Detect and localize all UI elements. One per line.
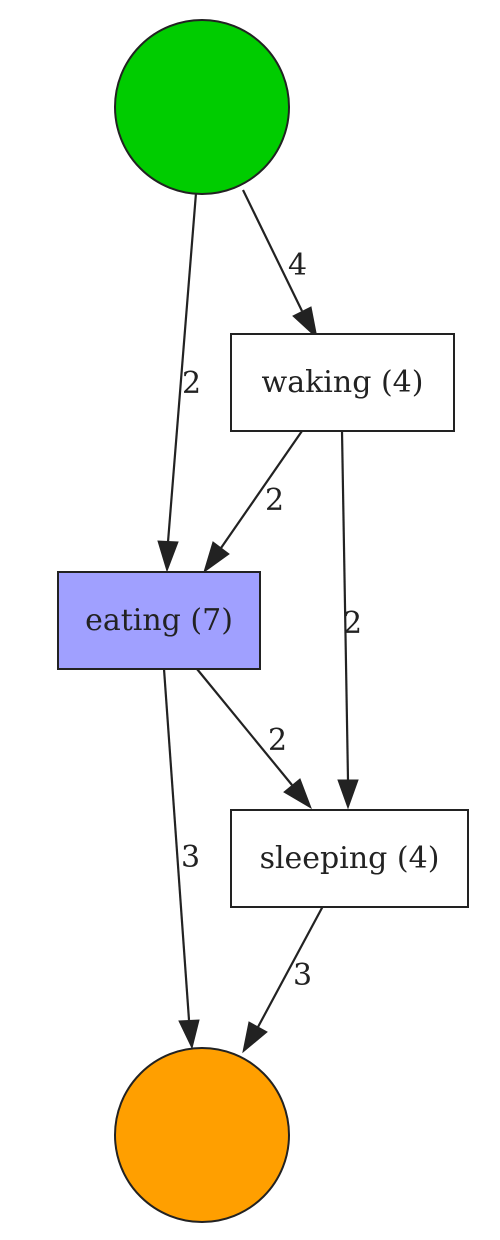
edge-label-sleeping-end: 3 <box>293 958 312 993</box>
edge-label-waking-eating: 2 <box>265 483 284 518</box>
arrowhead-icon <box>242 1021 268 1054</box>
edge-line <box>242 189 303 312</box>
arrowhead-icon <box>157 540 179 573</box>
edge-waking-to-eating: 2 <box>203 430 303 574</box>
edge-line <box>166 192 198 543</box>
arrowhead-icon <box>203 541 230 574</box>
arrowhead-icon <box>283 778 312 810</box>
eating-node: eating (7) <box>57 571 261 670</box>
sleeping-node-box <box>230 809 469 908</box>
waking-node-label: waking (4) <box>262 365 424 400</box>
edge-eating-to-end: 3 <box>162 668 200 1050</box>
edge-line <box>220 430 303 549</box>
waking-node: waking (4) <box>230 333 455 432</box>
edge-label-start-waking: 4 <box>288 248 307 283</box>
arrowhead-icon <box>292 306 318 340</box>
edge-line <box>340 430 350 781</box>
edge-label-waking-sleeping: 2 <box>343 606 362 641</box>
edge-label-eating-sleeping: 2 <box>268 723 287 758</box>
edge-line <box>257 905 324 1028</box>
edge-line <box>196 668 293 786</box>
edge-label-start-eating: 2 <box>182 366 201 401</box>
edge-line <box>162 668 191 1021</box>
edge-waking-to-sleeping: 2 <box>337 430 362 810</box>
start-node <box>114 19 290 195</box>
sleeping-node: sleeping (4) <box>230 809 469 908</box>
edge-eating-to-sleeping: 2 <box>196 668 312 810</box>
edge-start-to-eating: 2 <box>157 192 201 573</box>
arrowhead-icon <box>337 779 359 810</box>
end-node <box>114 1047 290 1223</box>
edge-start-to-waking: 4 <box>242 189 318 340</box>
edge-sleeping-to-end: 3 <box>242 905 324 1054</box>
sleeping-node-label: sleeping (4) <box>260 841 440 876</box>
arrowhead-icon <box>178 1019 200 1050</box>
eating-node-label: eating (7) <box>85 603 233 638</box>
eating-node-box <box>57 571 261 670</box>
edge-label-eating-end: 3 <box>181 840 200 875</box>
waking-node-box <box>230 333 455 432</box>
